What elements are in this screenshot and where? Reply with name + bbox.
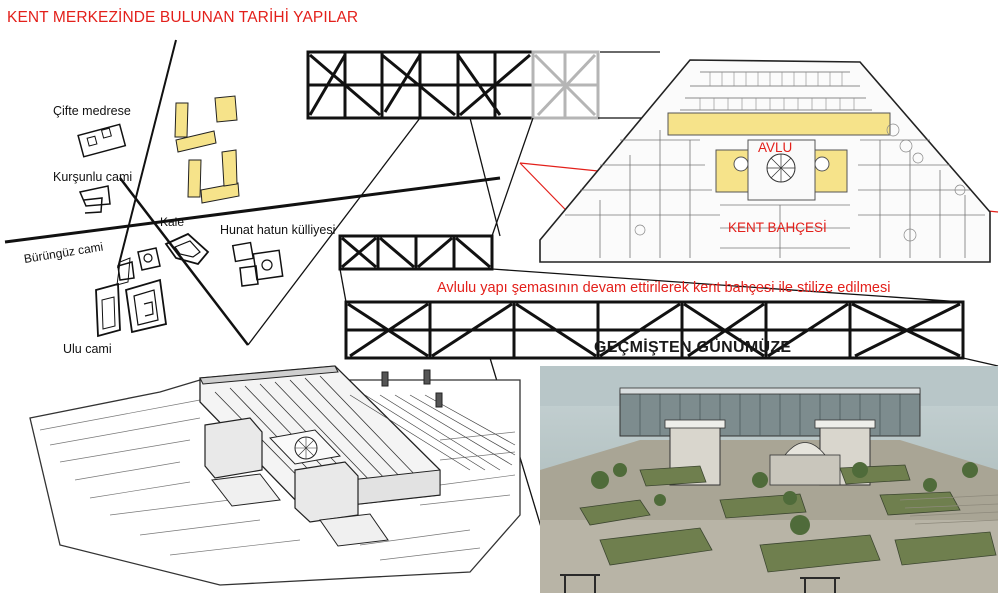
road-line (117, 39, 177, 269)
site-plan-sketch (539, 59, 991, 263)
concept-caption: Avlulu yapı şemasının devam ettirilerek … (437, 280, 891, 296)
concept-subtitle: GEÇMİŞTEN GÜNÜMÜZE (594, 339, 792, 356)
page-title: KENT MERKEZİNDE BULUNAN TARİHİ YAPILAR (7, 9, 359, 26)
axonometric-drawing (29, 365, 521, 586)
label-cifte-medrese: Çifte medrese (53, 104, 131, 118)
schema-strip-long (344, 300, 965, 360)
label-hunat-hatun-kulliyesi: Hunat hatun külliyesi (220, 223, 336, 237)
historic-site-map (4, 39, 501, 346)
cifte-medrese-footprint (174, 95, 240, 204)
label-avlu: AVLU (758, 140, 793, 155)
label-kent-bahcesi: KENT BAHÇESİ (728, 220, 827, 235)
road-line (119, 177, 249, 346)
schema-strip-top-grey (531, 50, 600, 120)
main-block-highlight (667, 112, 891, 136)
label-ulu-cami: Ulu cami (63, 342, 112, 356)
label-kursunlu-cami: Kurşunlu cami (53, 170, 133, 184)
schema-strip-middle (338, 234, 494, 271)
perspective-render (540, 366, 999, 593)
label-kale: Kale (160, 215, 185, 229)
road-line (4, 176, 501, 244)
schema-strip-top (306, 50, 535, 120)
